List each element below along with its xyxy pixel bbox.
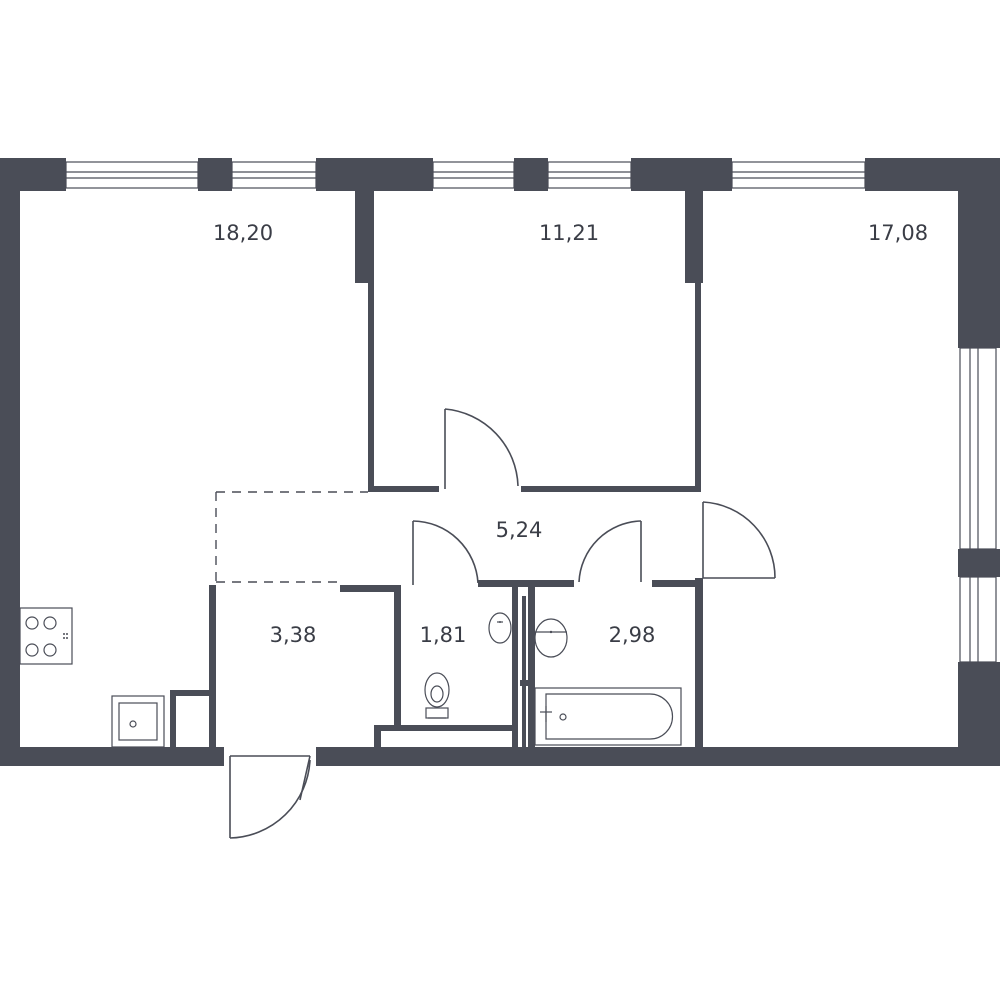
doors <box>229 408 776 839</box>
wall-shaft-ledge <box>520 680 530 686</box>
room-wc-area: 1,81 <box>420 623 467 647</box>
door-bedroom-right <box>702 501 776 579</box>
wall-entry-left <box>209 585 216 748</box>
window-top-2 <box>231 161 317 189</box>
window-top-3 <box>432 161 515 189</box>
wall-right-upper <box>958 158 1000 348</box>
wall-top-pier-1 <box>198 158 232 191</box>
door-bedroom-middle <box>444 408 519 489</box>
open-boundary <box>215 491 368 585</box>
room-bedroom-middle-area: 11,21 <box>539 221 599 245</box>
room-living-area: 18,20 <box>213 221 273 245</box>
wall-wc-bottom-step <box>374 725 381 748</box>
wall-bottom-left <box>0 747 224 766</box>
wall-shaft-kitchen-left <box>170 690 176 748</box>
wall-top-pier-4 <box>631 158 732 191</box>
washbasin-icon <box>488 612 512 644</box>
wall-bath-left <box>528 580 535 748</box>
window-right-2 <box>959 576 997 663</box>
wall-bedroom-middle-bottom-a <box>368 486 439 492</box>
room-hall-area: 5,24 <box>496 518 543 542</box>
washbasin-icon-bath <box>534 618 568 658</box>
interior-walls <box>170 191 703 748</box>
wall-wc-right-b <box>522 596 526 748</box>
wall-bedroom-middle-left <box>368 191 374 492</box>
stove-icon <box>19 607 73 665</box>
window-right-1 <box>959 347 997 550</box>
wall-bottom-right <box>316 747 1000 766</box>
wall-wc-right-a <box>512 580 518 748</box>
exterior-walls <box>0 158 1000 766</box>
windows <box>65 161 997 663</box>
wall-right-pier <box>958 549 1000 577</box>
room-entry-area: 3,38 <box>270 623 317 647</box>
window-top-4 <box>547 161 632 189</box>
bathtub-icon <box>534 687 682 746</box>
kitchen-sink-icon <box>111 695 165 748</box>
wall-bath-top-right <box>652 580 703 587</box>
wall-left <box>0 158 20 766</box>
wall-top-pier-3 <box>514 158 548 191</box>
room-labels: 18,20 11,21 17,08 5,24 3,38 1,81 2,98 <box>213 221 928 647</box>
door-entrance <box>229 755 311 839</box>
wall-top-pier-2 <box>316 158 433 191</box>
toilet-icon <box>424 672 450 719</box>
wall-bedroom-middle-right <box>695 191 701 492</box>
wall-shaft-kitchen-top <box>170 690 210 696</box>
door-bathroom <box>578 520 642 583</box>
wall-entry-top <box>340 585 401 592</box>
window-top-1 <box>65 161 199 189</box>
door-wc <box>412 520 479 585</box>
wall-bedroom-middle-bottom-b <box>521 486 701 492</box>
window-top-5 <box>731 161 866 189</box>
wall-wc-top-right <box>478 580 574 587</box>
wall-wc-bottom <box>374 725 518 731</box>
room-bedroom-right-area: 17,08 <box>868 221 928 245</box>
room-bathroom-area: 2,98 <box>609 623 656 647</box>
wall-wc-left <box>394 585 401 725</box>
wall-bedroom-right-lower <box>695 578 703 748</box>
